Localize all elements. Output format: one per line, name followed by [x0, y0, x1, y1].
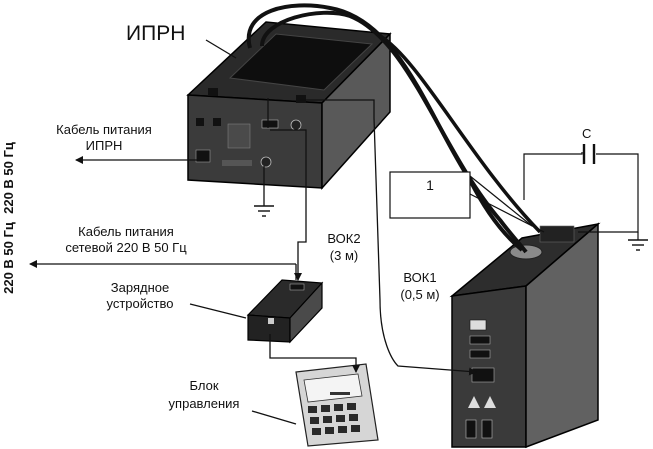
wiring — [246, 3, 639, 376]
vok2-label-line1: ВОК2 — [327, 231, 360, 246]
capacitor-label: С — [582, 126, 591, 141]
measuring-unit — [449, 222, 601, 449]
vok1-label-line1: ВОК1 — [403, 270, 436, 285]
iprn-ground-terminal-icon — [260, 156, 272, 168]
ground-icon — [254, 205, 274, 217]
control-unit-label-line1: Блок — [189, 378, 218, 393]
iprn-power-cable-label-line2: ИПРН — [86, 138, 123, 153]
block-1-label: 1 — [426, 177, 434, 193]
charger-device — [246, 279, 324, 344]
iprn-power-cable-label-line1: Кабель питания — [56, 122, 152, 137]
iprn-port-icon — [196, 118, 204, 126]
network-power-cable-label-line2: сетевой 220 В 50 Гц — [65, 240, 187, 255]
warning-icon — [468, 396, 480, 408]
iprn-device — [186, 21, 392, 190]
iprn-switch-icon — [222, 160, 252, 166]
voltage-label-bottom: 220 В 50 Гц — [1, 222, 16, 294]
iprn-label-plate — [227, 123, 251, 149]
iprn-title: ИПРН — [126, 22, 185, 45]
vok2-label-line2: (3 м) — [330, 248, 358, 263]
iprn-port-icon — [213, 118, 221, 126]
control-unit — [295, 363, 379, 447]
block-1 — [389, 171, 471, 219]
iprn-power-socket-icon — [195, 149, 211, 163]
capacitor-icon — [582, 144, 596, 164]
warning-icon — [484, 396, 496, 408]
leader-lines — [189, 39, 297, 425]
charger-label-line2: устройство — [107, 296, 174, 311]
voltage-label-top: 220 В 50 Гц — [1, 142, 16, 214]
ground-icon — [628, 239, 648, 251]
iprn-indicator-icon — [290, 119, 302, 131]
control-unit-label-line2: управления — [169, 396, 240, 411]
charger-label-line1: Зарядное — [111, 280, 169, 295]
vok1-label-line2: (0,5 м) — [400, 287, 439, 302]
iprn-optical-port-icon — [261, 119, 279, 129]
network-power-cable-label-line1: Кабель питания — [78, 224, 174, 239]
